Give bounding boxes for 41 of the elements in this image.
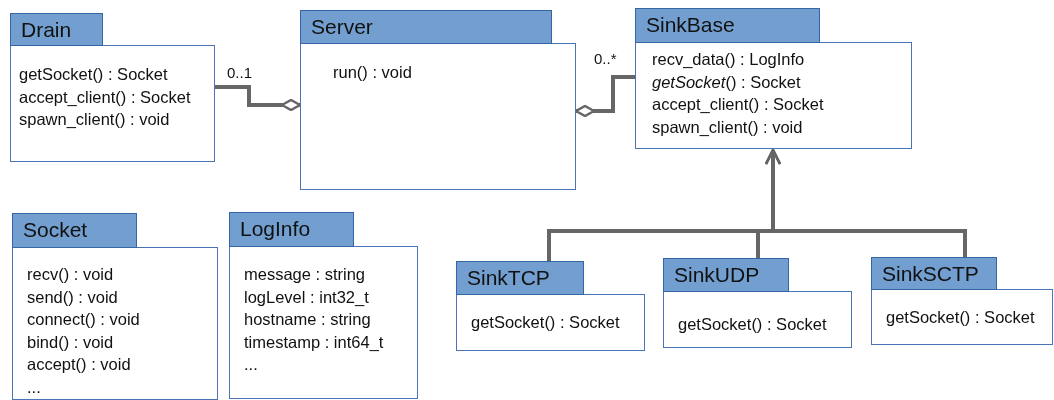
member-text: ...: [244, 354, 258, 375]
member-text: bind() : void: [27, 331, 114, 353]
member-text: accept_client() : Socket: [19, 86, 191, 108]
class-name: SinkTCP: [456, 261, 584, 295]
member-text: getSocket() : Socket: [678, 314, 827, 335]
aggregation-connector: [574, 75, 635, 118]
member-text: hostname : string: [244, 309, 371, 330]
member-text: getSocket() : Socket: [886, 307, 1035, 328]
member-text: send() : void: [27, 286, 118, 308]
member-text: recv() : void: [27, 264, 114, 285]
member-text: getSocket() : Socket: [471, 312, 620, 333]
uml-class: [229, 212, 418, 400]
member-text: spawn_client() : void: [652, 116, 803, 138]
member-text: ...: [27, 376, 41, 398]
member-text: accept_client() : Socket: [652, 94, 824, 115]
class-name: SinkSCTP: [871, 257, 997, 290]
member-text: getSocket() : Socket: [19, 64, 168, 85]
member-text: recv_data() : LogInfo: [652, 49, 805, 70]
member-text: getSocket() : Socket: [652, 71, 801, 93]
class-name: SinkBase: [635, 8, 820, 43]
uml-class: [456, 261, 645, 352]
member-text: connect() : void: [27, 309, 140, 330]
uml-class: [12, 213, 218, 400]
member-text: timestamp : int64_t: [244, 331, 384, 353]
uml-class: [300, 10, 576, 191]
uml-class: [871, 257, 1053, 346]
class-name: Drain: [10, 13, 103, 46]
member-text: message : string: [244, 264, 366, 285]
class-name: Socket: [12, 213, 137, 248]
uml-class: [10, 13, 215, 163]
member-text: accept() : void: [27, 354, 131, 375]
uml-class: [635, 8, 912, 150]
class-name: LogInfo: [229, 212, 354, 247]
member-text: logLevel : int32_t: [244, 286, 369, 308]
aggregation-connector: [215, 85, 302, 112]
member-text: spawn_client() : void: [19, 109, 170, 130]
class-name: Server: [300, 10, 552, 44]
member-text: run() : void: [333, 62, 412, 83]
class-name: SinkUDP: [663, 258, 789, 292]
inheritance-arrow: [764, 148, 967, 257]
uml-class: [663, 258, 852, 349]
